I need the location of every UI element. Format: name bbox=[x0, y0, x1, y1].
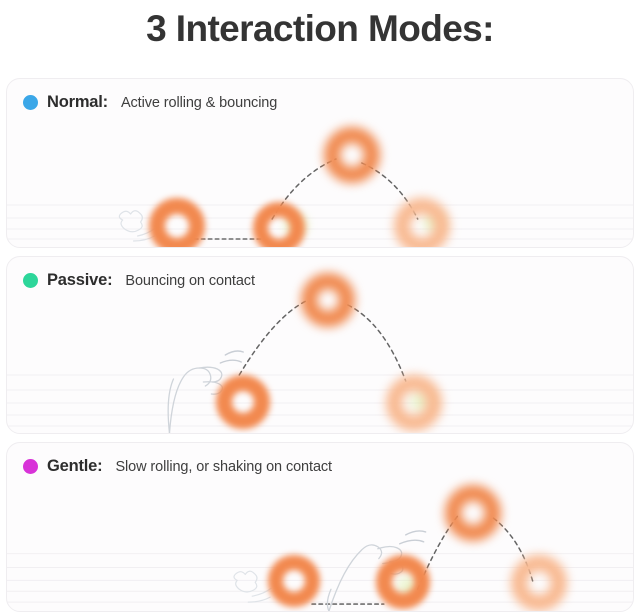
ball-rolling-mid bbox=[253, 202, 305, 247]
ball-landing-faded bbox=[386, 375, 442, 431]
mode-description-normal: Active rolling & bouncing bbox=[120, 94, 278, 111]
normal-mode-dot bbox=[23, 95, 38, 110]
ball-landing-faded bbox=[394, 198, 450, 247]
ball-apex bbox=[324, 127, 380, 183]
passive-mode-illustration bbox=[7, 257, 633, 433]
ball-apex bbox=[445, 485, 501, 541]
page-title: 3 Interaction Modes: bbox=[146, 8, 494, 49]
mode-name-gentle: Gentle: bbox=[47, 457, 103, 475]
gentle-mode-dot bbox=[23, 459, 38, 474]
ball-apex bbox=[301, 273, 355, 327]
mode-name-normal: Normal: bbox=[47, 93, 108, 111]
ball-landing-faded bbox=[511, 555, 567, 611]
dust-puff-icon bbox=[233, 570, 272, 603]
mode-header-normal: Normal: Active rolling & bouncing bbox=[23, 93, 277, 112]
flick-motion-lines bbox=[399, 530, 427, 545]
mode-header-gentle: Gentle: Slow rolling, or shaking on cont… bbox=[23, 457, 332, 476]
gentle-mode-illustration bbox=[7, 443, 633, 611]
mode-card-normal[interactable]: Normal: Active rolling & bouncing bbox=[6, 78, 634, 248]
mode-card-passive[interactable]: Passive: Bouncing on contact bbox=[6, 256, 634, 434]
mode-header-passive: Passive: Bouncing on contact bbox=[23, 271, 255, 290]
ball-contact bbox=[376, 555, 430, 609]
mode-description-gentle: Slow rolling, or shaking on contact bbox=[115, 458, 332, 475]
ball-rolling-start bbox=[149, 198, 205, 247]
flick-motion-lines bbox=[219, 350, 244, 364]
normal-mode-illustration bbox=[7, 79, 633, 247]
ball-rolling-start bbox=[268, 555, 320, 607]
mode-name-passive: Passive: bbox=[47, 271, 113, 289]
mode-card-gentle[interactable]: Gentle: Slow rolling, or shaking on cont… bbox=[6, 442, 634, 612]
hand-icon bbox=[167, 366, 224, 433]
mode-description-passive: Bouncing on contact bbox=[125, 272, 255, 289]
ball-contact bbox=[216, 375, 270, 429]
passive-mode-dot bbox=[23, 273, 38, 288]
